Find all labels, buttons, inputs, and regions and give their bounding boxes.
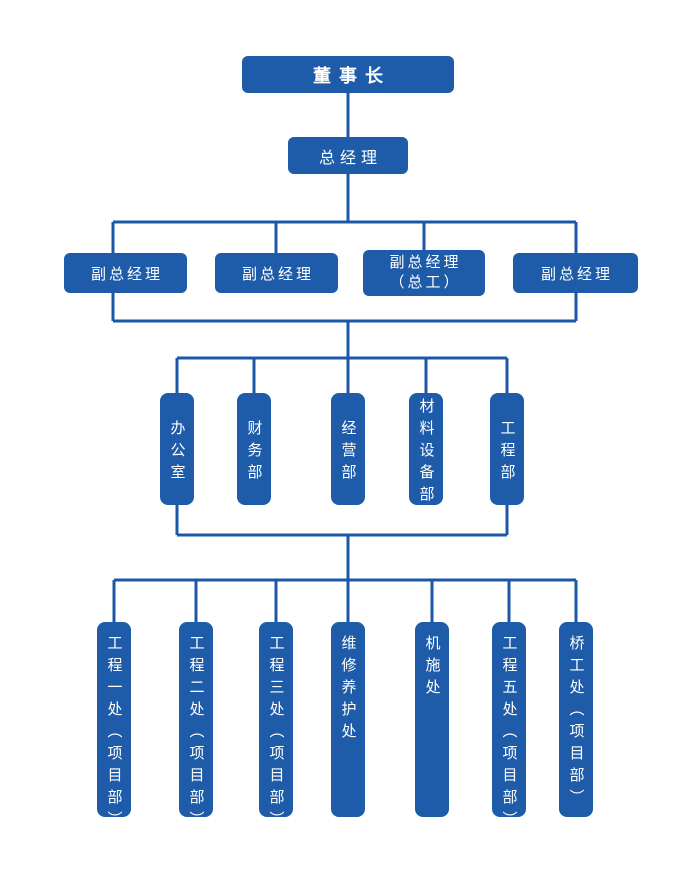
machinery-construction-division-label: 机施处 xyxy=(423,635,441,701)
business-dept-label: 经营部 xyxy=(339,419,357,486)
org-node-eng-division-1: 工程一处（项目部） xyxy=(97,622,131,833)
org-node-engineering-dept: 工程部 xyxy=(490,393,524,505)
deputy-gm-3-sublabel: （总工） xyxy=(389,274,462,291)
eng-division-3-label: 工程三处（项目部） xyxy=(267,635,285,833)
org-node-eng-division-2: 工程二处（项目部） xyxy=(179,622,213,833)
org-node-finance-dept: 财务部 xyxy=(237,393,271,505)
org-node-general-manager: 总经理 xyxy=(288,137,408,174)
org-node-machinery-construction-division: 机施处 xyxy=(415,622,449,817)
org-node-deputy-gm-chief-engineer: 副总经理 （总工） xyxy=(363,250,485,296)
org-node-eng-division-3: 工程三处（项目部） xyxy=(259,622,293,833)
org-node-bridge-works-division: 桥工处（项目部） xyxy=(559,622,593,817)
org-node-office: 办公室 xyxy=(160,393,194,505)
deputy-gm-4-label: 副总经理 xyxy=(540,265,613,283)
org-node-deputy-gm-4: 副总经理 xyxy=(513,253,638,293)
materials-equipment-dept-label: 材料设备部 xyxy=(417,397,435,508)
deputy-gm-1-label: 副总经理 xyxy=(90,265,163,283)
org-node-deputy-gm-1: 副总经理 xyxy=(64,253,187,293)
chairman-label: 董事长 xyxy=(313,65,391,86)
org-node-deputy-gm-2: 副总经理 xyxy=(215,253,338,293)
org-node-materials-equipment-dept: 材料设备部 xyxy=(409,393,443,508)
org-node-business-dept: 经营部 xyxy=(331,393,365,505)
eng-division-2-label: 工程二处（项目部） xyxy=(187,635,205,833)
eng-division-1-label: 工程一处（项目部） xyxy=(105,635,123,833)
general-manager-label: 总经理 xyxy=(318,149,382,167)
engineering-dept-label: 工程部 xyxy=(498,419,516,486)
office-label: 办公室 xyxy=(168,419,186,486)
org-node-chairman: 董事长 xyxy=(242,56,454,93)
deputy-gm-2-label: 副总经理 xyxy=(241,265,314,283)
bridge-works-division-label: 桥工处（项目部） xyxy=(567,635,585,811)
finance-dept-label: 财务部 xyxy=(245,419,263,486)
eng-division-5-label: 工程五处（项目部） xyxy=(500,635,518,833)
org-node-eng-division-5: 工程五处（项目部） xyxy=(492,622,526,833)
org-node-maintenance-division: 维修养护处 xyxy=(331,622,365,817)
maintenance-division-label: 维修养护处 xyxy=(339,635,357,745)
deputy-gm-3-label: 副总经理 xyxy=(389,254,462,271)
